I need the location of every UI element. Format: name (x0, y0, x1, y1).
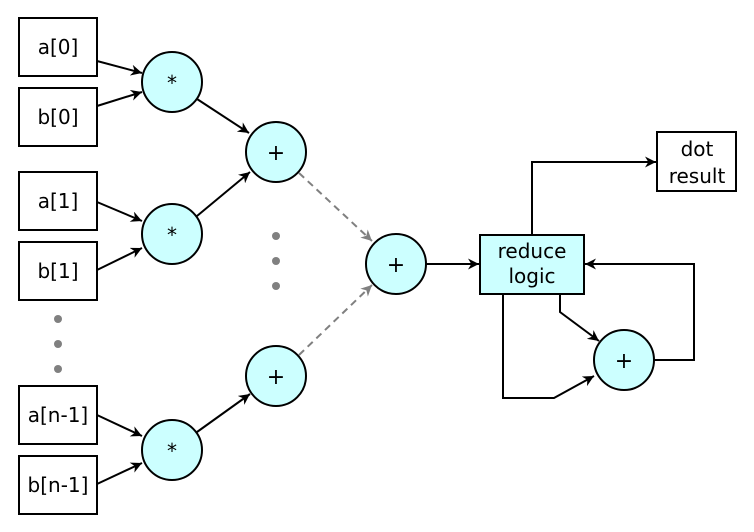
reduce-logic-line2: logic (508, 264, 555, 288)
add-node-0-label: + (267, 141, 285, 166)
arrow-an-muln (96, 414, 143, 437)
arrow-mul0-add0 (196, 98, 250, 134)
add-node-n: + (245, 345, 307, 407)
add-accumulator-node: + (593, 329, 655, 391)
input-an-label: a[n-1] (28, 403, 88, 427)
input-a0-label: a[0] (38, 35, 79, 59)
arrow-b0-mul0 (96, 90, 143, 107)
dot-result-line1: dot (681, 137, 714, 161)
arrow-bn-muln (96, 462, 143, 485)
multiply-node-n: * (141, 419, 203, 481)
input-b0-label: b[0] (37, 105, 78, 129)
add-tree-node: + (365, 233, 427, 295)
input-bn: b[n-1] (18, 455, 98, 515)
arrow-reduce-acc-a (559, 294, 600, 342)
arrow-reduce-acc-b (502, 294, 595, 399)
arrow-reduce-result (531, 156, 656, 235)
dot-result-box: dot result (656, 131, 737, 192)
adders-ellipsis (272, 232, 280, 290)
input-a0: a[0] (18, 17, 98, 77)
inputs-ellipsis (54, 315, 62, 373)
arrow-a0-mul0 (96, 60, 143, 76)
arrow-a1-mul1 (96, 201, 143, 222)
add-node-n-label: + (267, 365, 285, 390)
multiply-node-1-label: * (167, 223, 177, 247)
reduce-logic-line1: reduce (498, 239, 567, 263)
arrow-muln-addn (196, 393, 251, 433)
input-b1: b[1] (18, 241, 98, 301)
add-tree-node-label: + (387, 253, 405, 278)
multiply-node-0: * (141, 51, 203, 113)
input-a1-label: a[1] (38, 189, 79, 213)
dashed-arrow-add0-tree (298, 172, 373, 242)
add-node-0: + (245, 121, 307, 183)
arrow-b1-mul1 (96, 247, 143, 271)
dot-result-line2: result (669, 164, 726, 188)
input-bn-label: b[n-1] (28, 473, 89, 497)
input-b0: b[0] (18, 87, 98, 147)
multiply-node-n-label: * (167, 439, 177, 463)
multiply-node-0-label: * (167, 71, 177, 95)
arrow-acc-feedback (585, 258, 695, 361)
input-a1: a[1] (18, 171, 98, 231)
input-b1-label: b[1] (37, 259, 78, 283)
input-an: a[n-1] (18, 385, 98, 445)
reduce-logic-box: reduce logic (479, 234, 585, 295)
add-accumulator-node-label: + (615, 349, 633, 374)
dashed-arrow-addn-tree (298, 284, 373, 356)
multiply-node-1: * (141, 203, 203, 265)
arrow-mul1-add0 (196, 171, 251, 217)
